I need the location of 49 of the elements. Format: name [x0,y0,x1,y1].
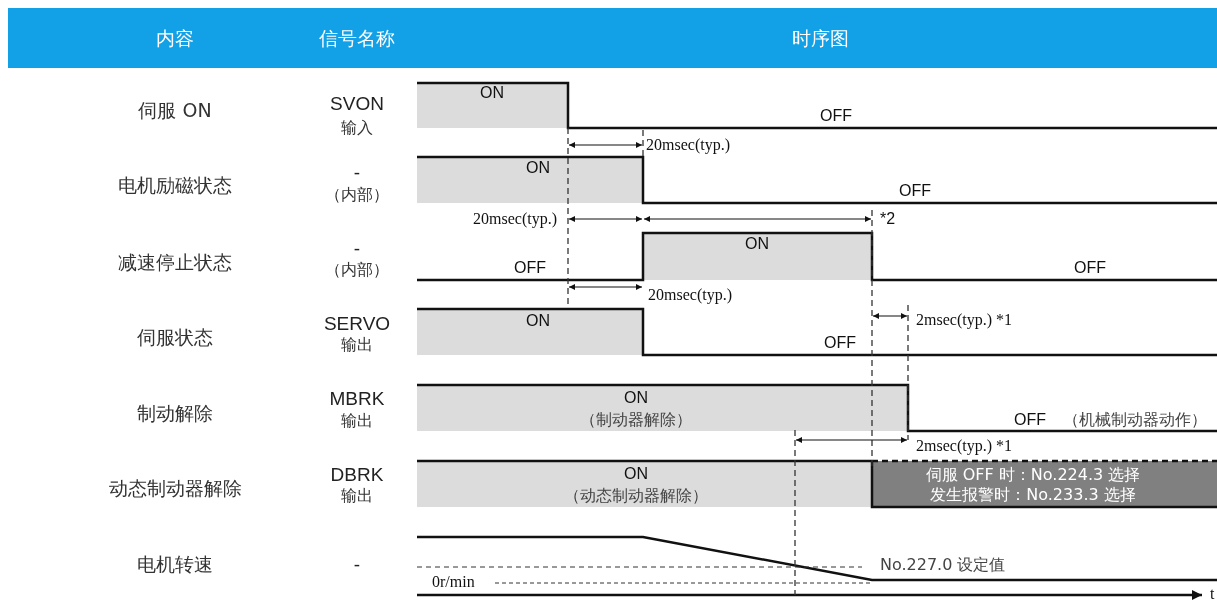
state-label: OFF [824,335,856,351]
timing-note: *2 [880,211,896,227]
parameter-note: 发生报警时：No.233.3 选择 [930,487,1136,503]
axis-label: t [1210,586,1215,600]
state-label: ON [624,466,648,482]
speed-label: 0r/min [432,574,475,590]
state-label: OFF [899,183,931,199]
timing-note: 20msec(typ.) [646,137,730,153]
row-label: 电机转速 [137,554,213,574]
signal-name: DBRK [330,464,384,484]
signal-name: SERVO [323,313,391,333]
header-text: 信号名称 [319,28,395,48]
setting-note: No.227.0 设定值 [880,557,1006,573]
signal-direction: 输入 [341,120,373,136]
timing-note: 2msec(typ.) *1 [916,312,1012,328]
header-text: 时序图 [791,28,849,48]
parameter-note: 伺服 OFF 时：No.224.3 选择 [925,467,1141,483]
timing-note: 20msec(typ.) [473,211,557,227]
row-label: 减速停止状态 [118,252,232,272]
signal-direction: （内部） [325,187,389,203]
state-label: ON [480,85,504,101]
signal-name: MBRK [329,388,385,408]
state-label: ON [526,313,550,329]
row-label: 动态制动器解除 [108,478,242,498]
signal-direction: （内部） [325,262,389,278]
signal-name: - [353,162,361,182]
state-label: （机械制动器动作） [1063,412,1207,428]
row-label: 伺服 ON [138,100,212,120]
state-label: ON [526,160,550,176]
state-label: OFF [820,108,852,124]
state-label: OFF [514,260,546,276]
header-text: 内容 [156,28,194,48]
signal-name: SVON [330,93,384,113]
timing-note: 2msec(typ.) *1 [916,438,1012,454]
row-label: 电机励磁状态 [118,175,232,195]
signal-direction: 输出 [341,337,373,353]
state-label: OFF [1014,412,1046,428]
signal-direction: 输出 [341,413,373,429]
row-label: 伺服状态 [137,327,213,347]
row-label: 制动解除 [137,403,213,423]
signal-name: - [353,238,361,258]
signal-name: - [353,554,361,574]
state-label: ON [624,390,648,406]
state-label: OFF [1074,260,1106,276]
state-label: （动态制动器解除） [564,488,708,504]
signal-direction: 输出 [341,488,373,504]
state-label: ON [745,236,769,252]
timing-note: 20msec(typ.) [648,287,732,303]
state-label: （制动器解除） [580,412,692,428]
